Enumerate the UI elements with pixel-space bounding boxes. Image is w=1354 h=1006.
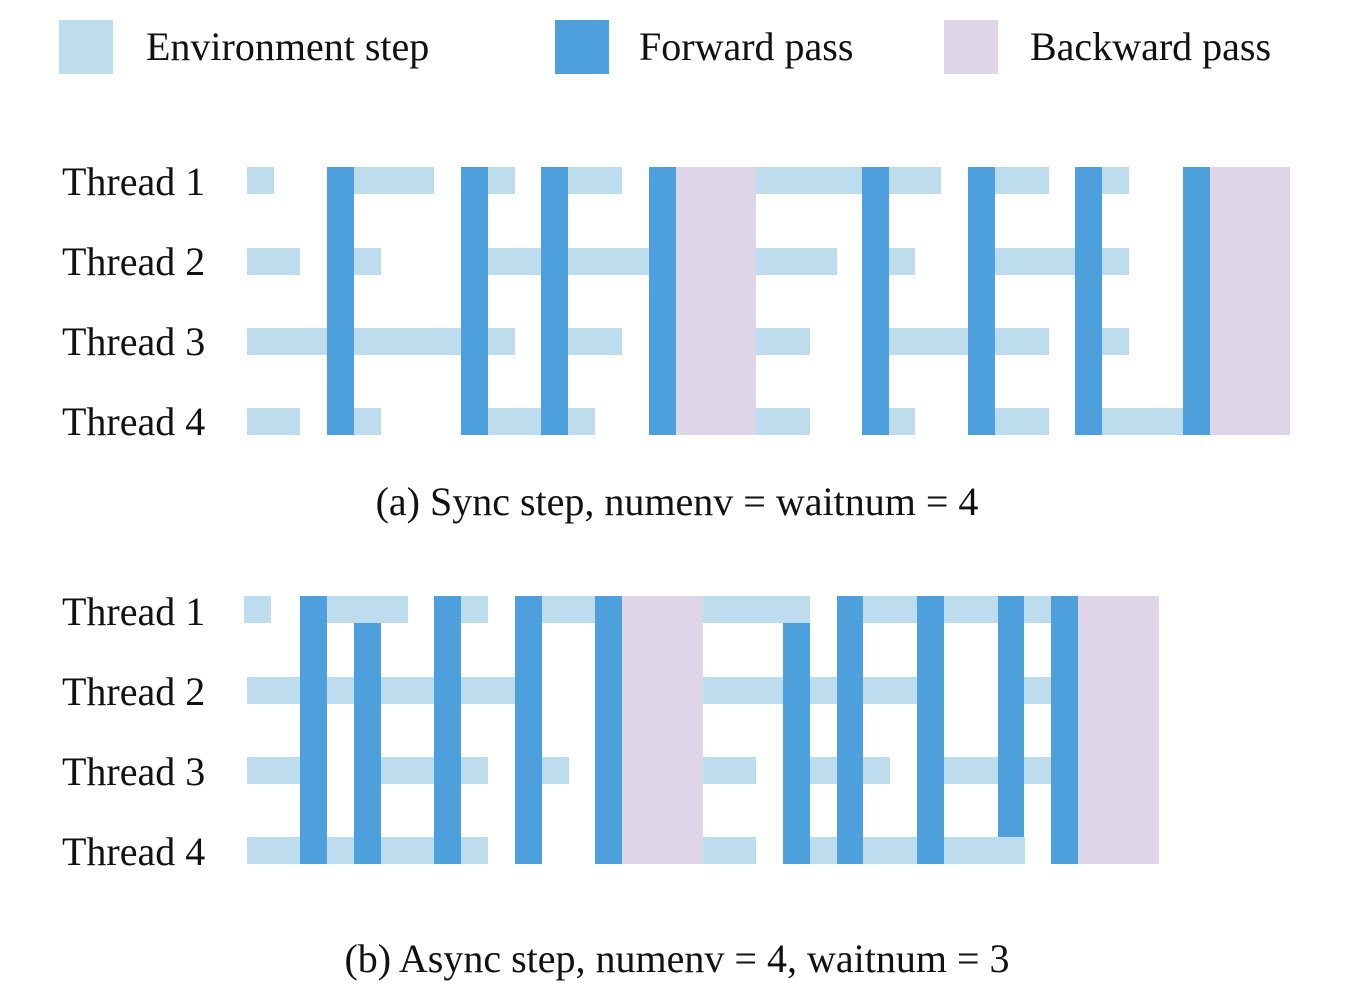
- panel-b-environment-step-block: [703, 677, 783, 704]
- panel-a-environment-step-block: [354, 248, 381, 275]
- legend-swatch-backward-pass: [944, 20, 998, 74]
- panel-b-forward-pass-block: [1051, 596, 1078, 864]
- panel-b-forward-pass-block: [837, 596, 863, 864]
- panel-b-forward-pass-block: [917, 596, 944, 864]
- panel-b-environment-step-block: [542, 757, 569, 784]
- panel-a-environment-step-block: [888, 248, 915, 275]
- panel-a-environment-step-block: [354, 167, 434, 194]
- panel-a-forward-pass-block: [1075, 167, 1102, 435]
- panel-b-thread-3-label: Thread 3: [62, 749, 206, 794]
- legend-swatch-environment-step: [59, 20, 113, 74]
- panel-b-environment-step-block: [863, 837, 1025, 864]
- panel-a-forward-pass-block: [327, 167, 354, 435]
- panel-b-environment-step-block: [863, 596, 917, 623]
- panel-b-environment-step-block: [703, 837, 756, 864]
- panel-a-environment-step-block: [354, 408, 381, 435]
- panel-a-forward-pass-block: [649, 167, 676, 435]
- legend-label-forward-pass: Forward pass: [639, 24, 854, 69]
- panel-a-environment-step-block: [1102, 328, 1129, 355]
- panel-a-backward-pass-block: [676, 167, 756, 435]
- panel-b-thread-4-label: Thread 4: [62, 829, 206, 874]
- panel-a-thread-1-label: Thread 1: [62, 159, 206, 204]
- panel-b-thread-1-label: Thread 1: [62, 589, 206, 634]
- panel-a-environment-step-block: [247, 248, 300, 275]
- panel-b-environment-step-block: [247, 677, 542, 704]
- panel-a-environment-step-block: [995, 408, 1049, 435]
- panel-b-environment-step-block: [542, 596, 595, 623]
- panel-a-environment-step-block: [247, 328, 461, 355]
- panel-a-environment-step-block: [995, 167, 1049, 194]
- panel-b-environment-step-block: [810, 677, 837, 704]
- panel-a-environment-step-block: [247, 167, 274, 194]
- panel-b-forward-pass-block: [515, 596, 542, 864]
- panel-a-environment-step-block: [568, 328, 622, 355]
- legend-label-backward-pass: Backward pass: [1030, 24, 1272, 69]
- panel-a-backward-pass-block: [1210, 167, 1290, 435]
- panel-b-caption: (b) Async step, numenv = 4, waitnum = 3: [344, 936, 1010, 981]
- panel-a-environment-step-block: [488, 248, 649, 275]
- panel-a-thread-3-label: Thread 3: [62, 319, 206, 364]
- panel-b-backward-pass-block: [622, 596, 703, 864]
- panel-a-thread-4-label: Thread 4: [62, 399, 206, 444]
- panel-a-environment-step-block: [247, 408, 300, 435]
- panel-a-environment-step-block: [756, 328, 810, 355]
- panel-b-environment-step-block: [1024, 677, 1051, 704]
- panel-b-thread-2-label: Thread 2: [62, 669, 206, 714]
- panel-b-forward-pass-block: [300, 596, 327, 864]
- panel-b-forward-pass-block: [434, 596, 461, 864]
- panel-b-environment-step-block: [244, 596, 271, 623]
- panel-a-environment-step-block: [995, 248, 1129, 275]
- panel-a-environment-step-block: [568, 167, 622, 194]
- panel-b-backward-pass-block: [1078, 596, 1159, 864]
- legend-swatch-forward-pass: [555, 20, 609, 74]
- panel-a-environment-step-block: [488, 328, 515, 355]
- panel-a-environment-step-block: [888, 408, 915, 435]
- panel-a-environment-step-block: [756, 248, 837, 275]
- panel-b-forward-pass-block: [595, 596, 622, 864]
- panel-a-environment-step-block: [756, 408, 810, 435]
- panel-a-forward-pass-block: [461, 167, 488, 435]
- panel-a-environment-step-block: [756, 167, 864, 194]
- panel-b-environment-step-block: [461, 596, 488, 623]
- panel-b-forward-pass-block: [998, 596, 1024, 837]
- panel-b-forward-pass-block: [354, 623, 381, 864]
- panel-b-environment-step-block: [944, 757, 1051, 784]
- panel-b-environment-step-block: [810, 837, 837, 864]
- panel-a-forward-pass-block: [541, 167, 568, 435]
- panel-a-forward-pass-block: [968, 167, 995, 435]
- panel-b-environment-step-block: [703, 757, 756, 784]
- panel-a-environment-step-block: [1102, 167, 1129, 194]
- panel-b-forward-pass-block: [783, 623, 810, 864]
- panel-a-forward-pass-block: [1183, 167, 1210, 435]
- panel-a-caption: (a) Sync step, numenv = waitnum = 4: [375, 479, 979, 524]
- panel-b-environment-step-block: [327, 596, 408, 623]
- panel-b-environment-step-block: [703, 596, 810, 623]
- panel-a-forward-pass-block: [862, 167, 889, 435]
- panel-a-environment-step-block: [888, 167, 941, 194]
- legend-label-environment-step: Environment step: [146, 24, 430, 69]
- panel-b-environment-step-block: [944, 596, 998, 623]
- panel-a-environment-step-block: [1102, 408, 1183, 435]
- panel-b-environment-step-block: [1024, 596, 1051, 623]
- panel-a-environment-step-block: [488, 167, 515, 194]
- panel-a-thread-2-label: Thread 2: [62, 239, 206, 284]
